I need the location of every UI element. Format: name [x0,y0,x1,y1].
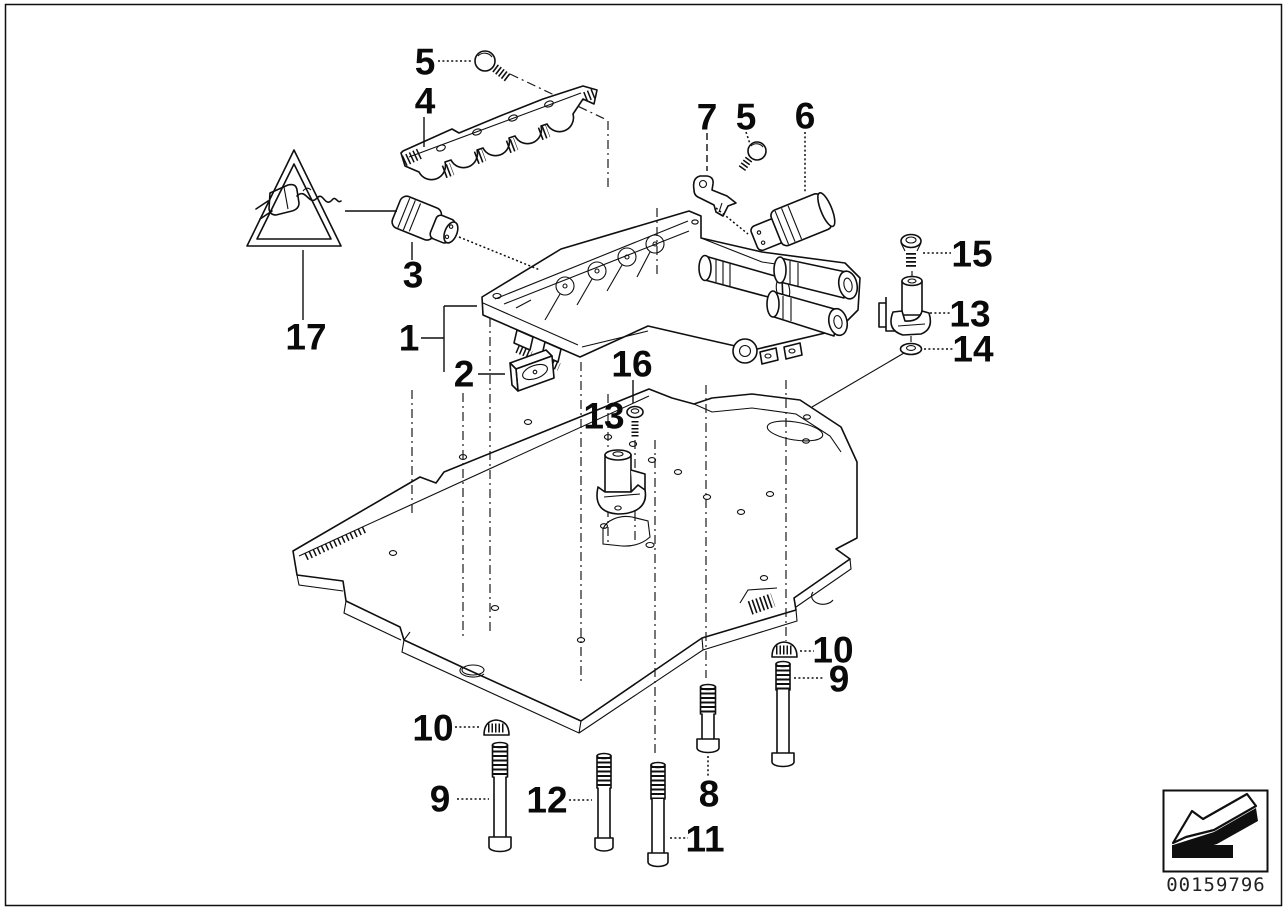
separator-plate [292,388,858,734]
connector-plug-icon [255,183,342,220]
bolt-9-right [771,660,795,768]
callout-9-right[interactable]: 9 [829,659,850,700]
screw-16 [626,405,644,437]
bolt-8 [696,683,720,754]
callout-13-right[interactable]: 13 [949,294,990,335]
callout-10-right[interactable]: 10 [812,630,853,671]
valve-mount-outline [602,515,651,547]
washer-14 [899,342,923,356]
callout-10-left[interactable]: 10 [412,708,453,749]
valve-bosses [515,234,665,321]
damper-block-2 [509,349,555,392]
callout-1[interactable]: 1 [399,318,420,359]
clip-10-left [483,719,510,736]
callout-5-mid[interactable]: 5 [736,97,757,138]
valve-13-middle [596,449,647,515]
retaining-bracket [400,85,598,181]
projection-lines [411,73,913,757]
lever-7 [692,175,737,217]
mounted-solenoid-upper-right [773,256,859,300]
bolt-12 [594,752,614,852]
bolt-5-middle [737,141,767,173]
callout-17[interactable]: 17 [285,317,326,358]
clip-10-right [771,641,798,658]
callout-5-top[interactable]: 5 [415,42,436,83]
callout-6[interactable]: 6 [795,96,816,137]
bolt-11 [647,761,669,868]
screw-15 [900,233,922,269]
solenoid-6 [750,191,836,252]
callout-8[interactable]: 8 [699,774,720,815]
bolt-9-left [488,741,512,853]
page-border [4,3,1283,907]
callout-12[interactable]: 12 [526,780,567,821]
callout-15[interactable]: 15 [951,234,992,275]
callout-14[interactable]: 14 [952,329,994,370]
nav-arrow-box[interactable] [1162,789,1269,873]
callout-9-left[interactable]: 9 [430,779,451,820]
warning-triangle [246,149,342,247]
callout-3[interactable]: 3 [403,255,424,296]
callout-2[interactable]: 2 [454,354,475,395]
callout-13-mid[interactable]: 13 [583,396,624,437]
callout-7[interactable]: 7 [697,97,718,138]
valve-13-right [878,275,932,336]
solenoid-3 [391,195,459,244]
bolt-5-top [474,50,511,82]
callout-11[interactable]: 11 [685,819,724,860]
back-arrow-icon [1171,792,1258,858]
mounted-solenoid-lower-right [766,290,849,337]
leader-line [745,131,751,145]
callout-4[interactable]: 4 [415,81,436,122]
image-code: 00159796 [1166,874,1266,896]
callout-16[interactable]: 16 [611,344,652,385]
